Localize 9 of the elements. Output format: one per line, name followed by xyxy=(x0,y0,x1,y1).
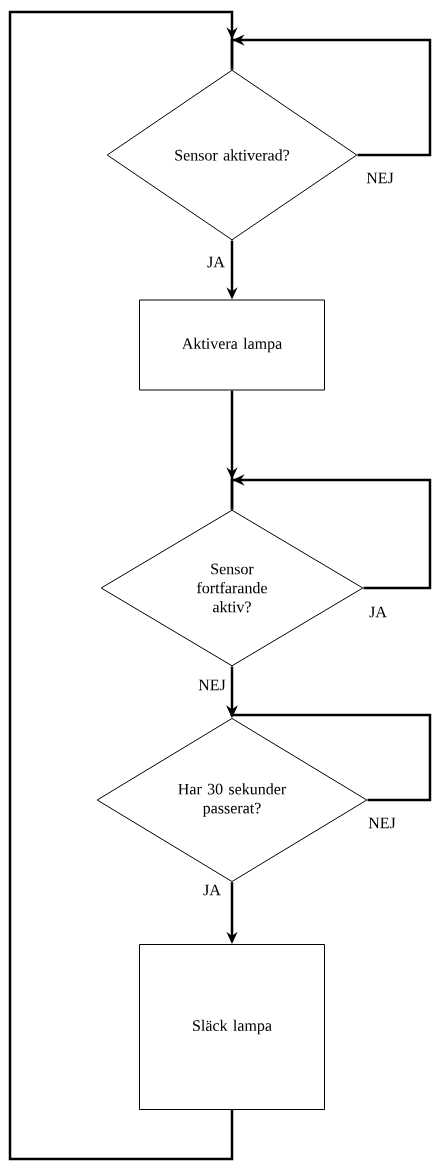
edge-label: NEJ xyxy=(367,816,397,830)
edge-label: JA xyxy=(206,255,226,269)
edge-label: NEJ xyxy=(365,171,395,185)
edge-label: JA xyxy=(368,605,388,619)
edge-label: JA xyxy=(202,883,222,897)
arrow xyxy=(8,10,238,1161)
process-box: Släck lampa xyxy=(139,944,325,1110)
process-box: Aktivera lampa xyxy=(139,299,325,391)
edge-label: NEJ xyxy=(197,678,227,692)
